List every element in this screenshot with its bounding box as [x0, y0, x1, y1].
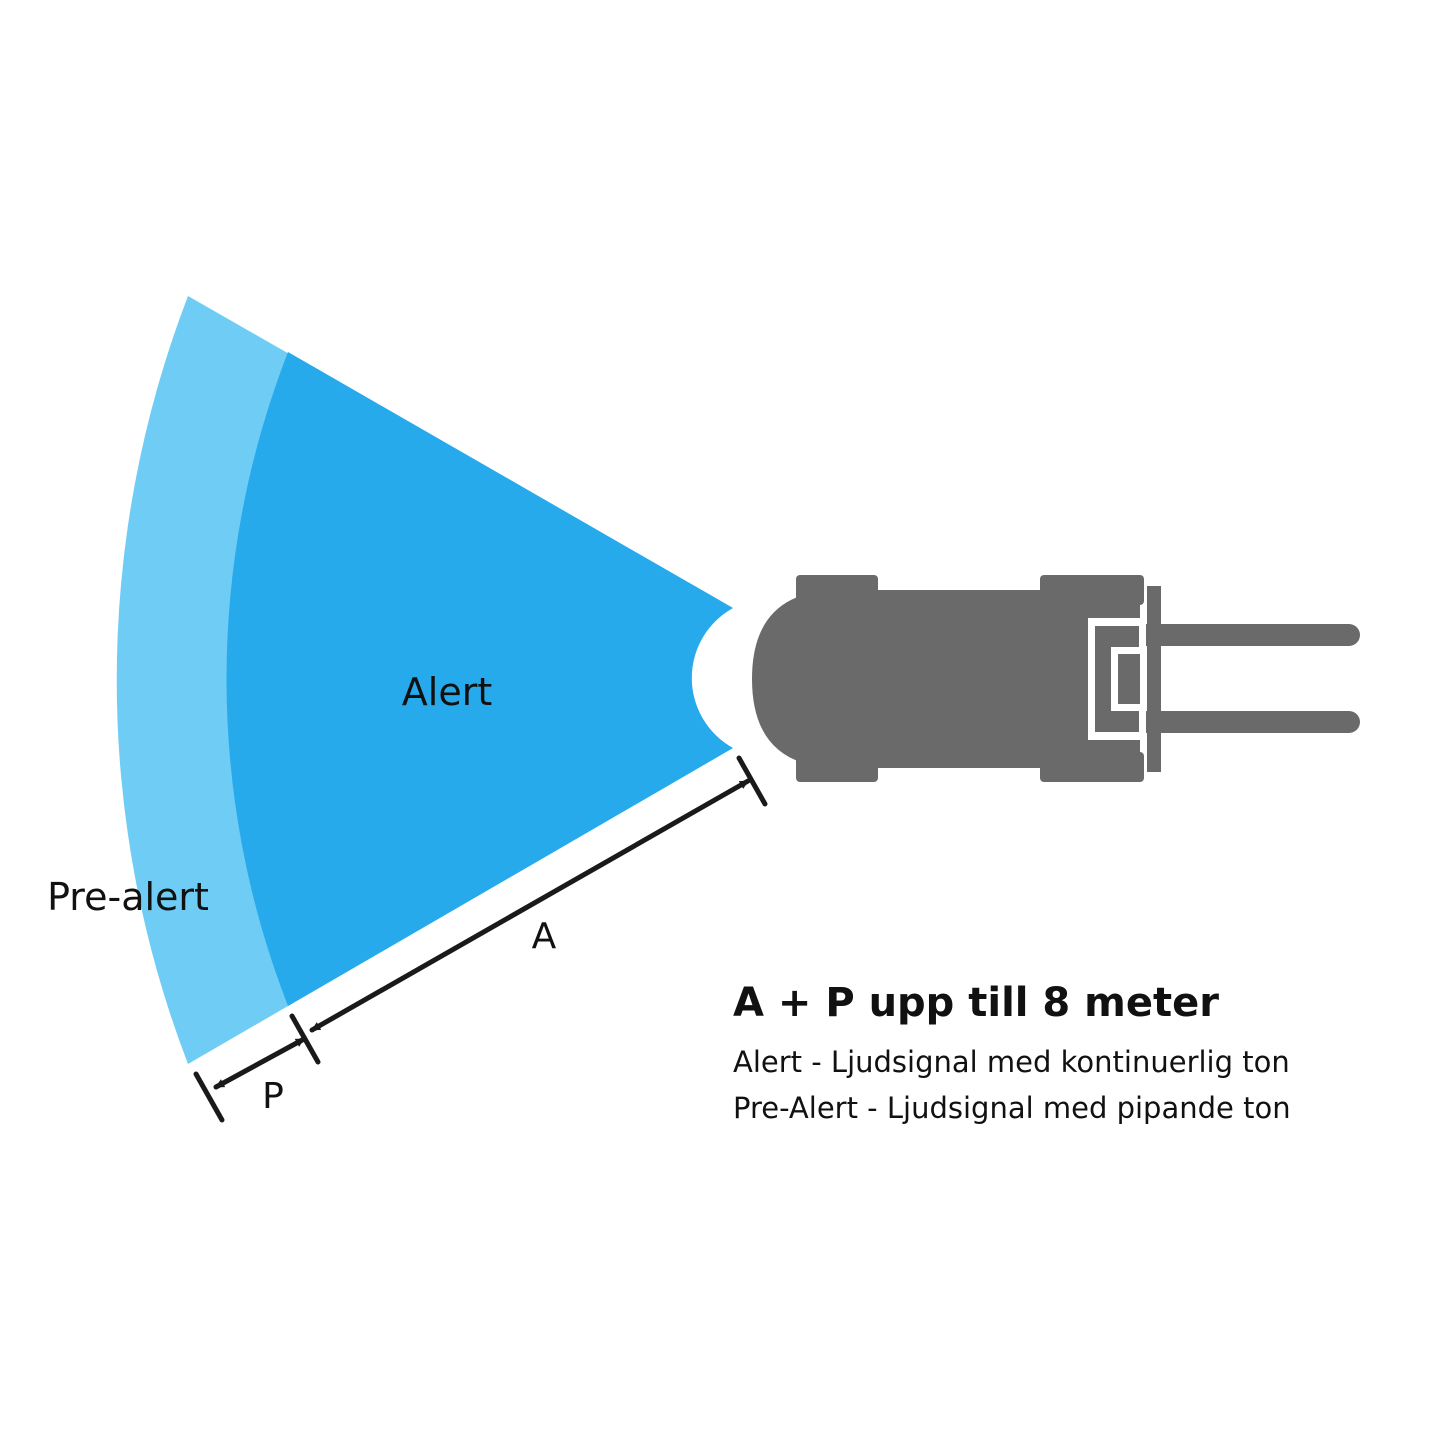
caption-line-alert: Alert - Ljudsignal med kontinuerlig ton [733, 1045, 1290, 1079]
forklift-mast-rail [1147, 586, 1161, 772]
dimension-p-tick-start [193, 1071, 225, 1123]
forklift-fork-bottom [1130, 711, 1360, 733]
dimension-p-line [213, 1036, 307, 1090]
dimension-p-label: P [262, 1076, 284, 1117]
forklift-body [752, 590, 1140, 768]
dimension-a-label: A [532, 916, 557, 957]
caption-title: A + P upp till 8 meter [733, 980, 1219, 1026]
alert-zone-label: Alert [402, 670, 492, 714]
caption-line-prealert: Pre-Alert - Ljudsignal med pipande ton [733, 1091, 1291, 1125]
forklift-icon [752, 575, 1360, 782]
forklift-fork-top [1130, 624, 1360, 646]
dimension-p [193, 1036, 307, 1123]
dimension-a-line [309, 778, 751, 1033]
dimension-a-tick-end [736, 755, 768, 807]
prealert-zone-label: Pre-alert [47, 875, 209, 919]
